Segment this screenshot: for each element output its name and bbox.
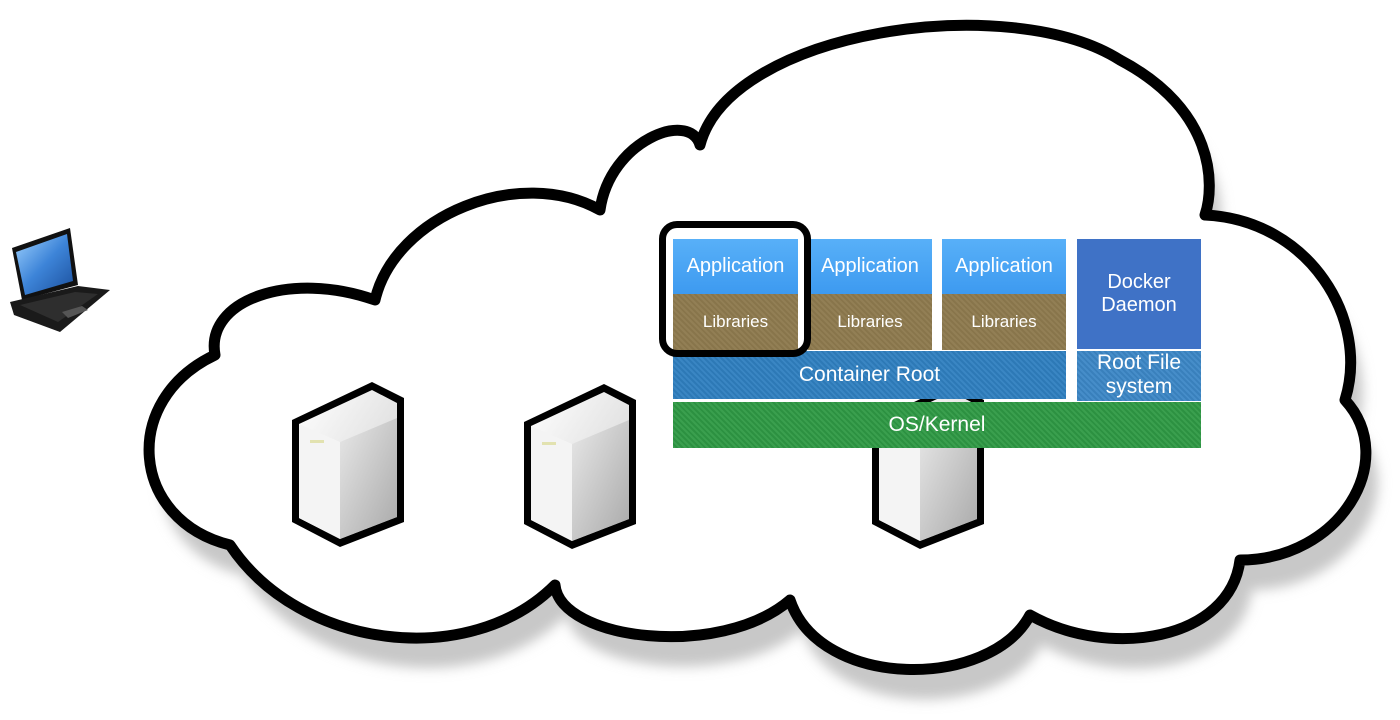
application-block-1: Application [673, 239, 798, 294]
os-kernel-block: OS/Kernel [673, 402, 1201, 448]
application-label: Application [686, 255, 785, 277]
docker-daemon-block: Docker Daemon [1077, 239, 1201, 349]
application-block-3: Application [942, 239, 1066, 294]
application-block-2: Application [808, 239, 932, 294]
libraries-label: Libraries [837, 312, 903, 332]
container-root-label: Container Root [798, 362, 941, 386]
root-file-system-label: Root File system [1096, 351, 1182, 399]
container-highlight-box [659, 221, 811, 357]
server-icon [292, 382, 404, 547]
container-root-block: Container Root [673, 351, 1066, 399]
laptop-icon [10, 228, 110, 332]
root-file-system-block: Root File system [1077, 351, 1201, 401]
os-kernel-label: OS/Kernel [888, 412, 986, 436]
server-icon [524, 384, 636, 549]
libraries-block-1: Libraries [673, 294, 798, 350]
docker-daemon-label: Docker Daemon [1101, 271, 1177, 316]
libraries-label: Libraries [971, 312, 1037, 332]
libraries-label: Libraries [702, 312, 769, 332]
application-label: Application [821, 255, 919, 277]
libraries-block-3: Libraries [942, 294, 1066, 350]
application-label: Application [955, 255, 1053, 277]
libraries-block-2: Libraries [808, 294, 932, 350]
